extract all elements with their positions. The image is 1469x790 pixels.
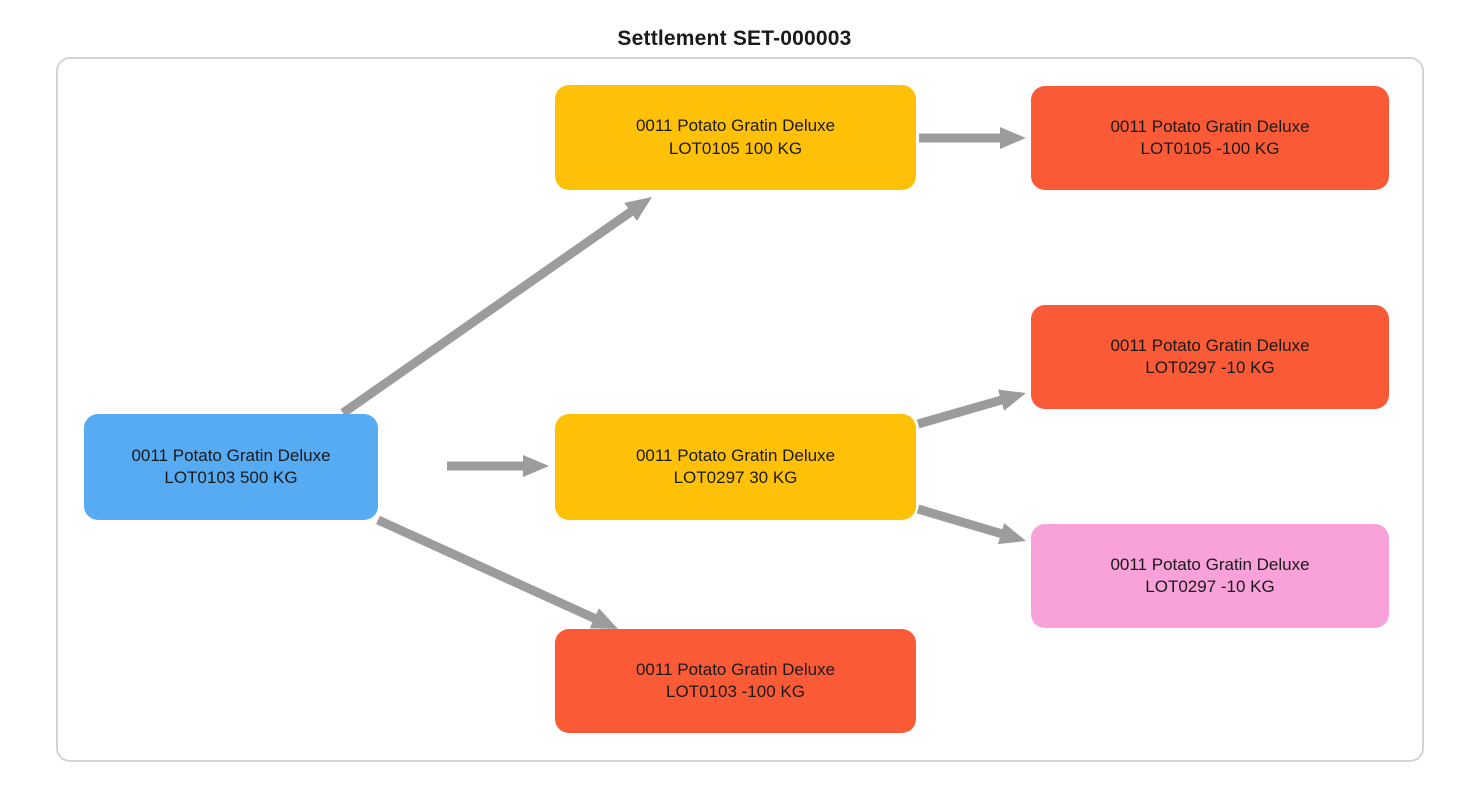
node-lot0105-100kg[interactable]: 0011 Potato Gratin Deluxe LOT0105 100 KG: [555, 85, 916, 190]
node-label: 0011 Potato Gratin Deluxe LOT0297 -10 KG: [1110, 335, 1310, 377]
node-label: 0011 Potato Gratin Deluxe LOT0297 -10 KG: [1110, 554, 1310, 596]
node-lot0297-30kg[interactable]: 0011 Potato Gratin Deluxe LOT0297 30 KG: [555, 414, 916, 520]
node-label: 0011 Potato Gratin Deluxe LOT0105 100 KG: [635, 116, 836, 158]
node-label: 0011 Potato Gratin Deluxe LOT0103 -100 K…: [635, 659, 836, 701]
node-label: 0011 Potato Gratin Deluxe LOT0297 30 KG: [635, 445, 836, 487]
node-label: 0011 Potato Gratin Deluxe LOT0103 500 KG: [131, 445, 331, 487]
page-title: Settlement SET-000003: [617, 27, 852, 50]
node-label: 0011 Potato Gratin Deluxe LOT0105 -100 K…: [1110, 116, 1310, 158]
node-lot0297-minus10kg-red[interactable]: 0011 Potato Gratin Deluxe LOT0297 -10 KG: [1031, 305, 1389, 409]
node-lot0103-500kg[interactable]: 0011 Potato Gratin Deluxe LOT0103 500 KG: [84, 414, 378, 520]
node-lot0297-minus10kg-pink[interactable]: 0011 Potato Gratin Deluxe LOT0297 -10 KG: [1031, 524, 1389, 628]
node-lot0105-minus100kg[interactable]: 0011 Potato Gratin Deluxe LOT0105 -100 K…: [1031, 86, 1389, 190]
node-lot0103-minus100kg[interactable]: 0011 Potato Gratin Deluxe LOT0103 -100 K…: [555, 629, 916, 733]
